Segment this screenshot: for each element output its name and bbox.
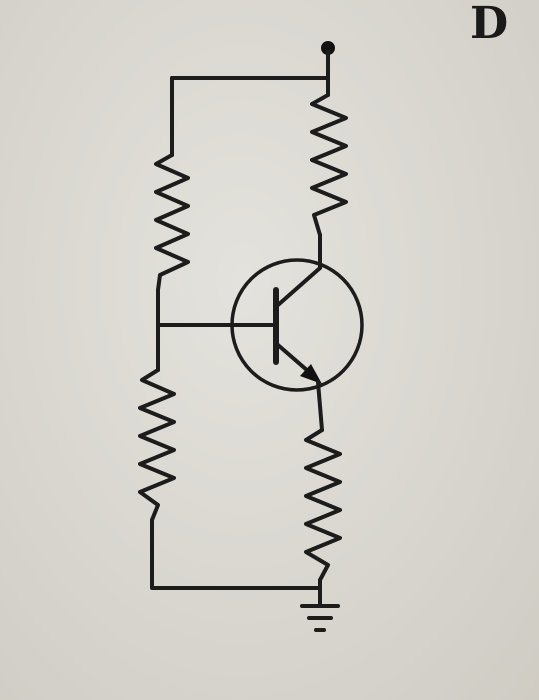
ground-symbol <box>300 604 340 632</box>
bias-resistor-top <box>154 153 190 292</box>
emitter-arrow <box>300 364 322 384</box>
collector-resistor <box>310 93 348 237</box>
supply-terminal <box>321 41 335 55</box>
emitter-lead-wire <box>316 380 324 432</box>
transistor-collector-leg <box>276 266 322 307</box>
transistor-envelope <box>230 258 364 392</box>
bottom-rail-wire <box>150 518 322 590</box>
bias-resistor-bottom <box>138 368 176 522</box>
emitter-resistor <box>304 428 342 582</box>
panel-label: D <box>470 0 509 49</box>
